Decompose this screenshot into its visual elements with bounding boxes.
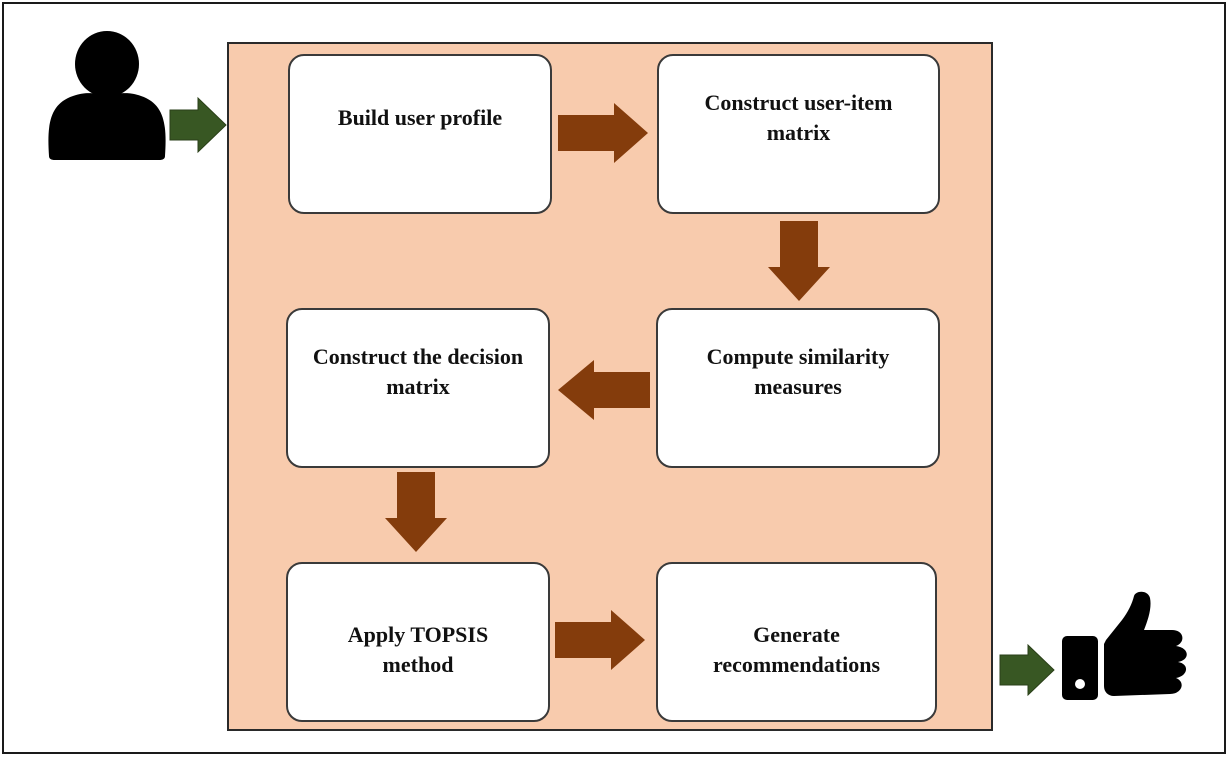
step-apply-topsis-method: Apply TOPSIS method (286, 562, 550, 722)
step-build-user-profile: Build user profile (288, 54, 552, 214)
arrow-right-icon (558, 103, 648, 163)
output-arrow-icon (999, 643, 1055, 697)
step-generate-recommendations: Generate recommendations (656, 562, 937, 722)
step-label: Construct user-item matrix (704, 90, 893, 145)
user-icon (48, 31, 166, 160)
step-label: Construct the decision matrix (312, 344, 524, 399)
step-label: Generate recommendations (712, 622, 881, 677)
arrow-down-icon (385, 472, 447, 552)
arrow-left-icon (558, 360, 650, 420)
step-label: Apply TOPSIS method (347, 622, 489, 677)
step-label: Build user profile (337, 105, 503, 130)
step-compute-similarity-measures: Compute similarity measures (656, 308, 940, 468)
step-construct-decision-matrix: Construct the decision matrix (286, 308, 550, 468)
input-arrow-icon (169, 96, 227, 154)
thumbs-up-icon (1062, 591, 1187, 700)
arrow-right-icon (555, 610, 645, 670)
step-construct-user-item-matrix: Construct user-item matrix (657, 54, 940, 214)
step-label: Compute similarity measures (706, 344, 890, 399)
arrow-down-icon (768, 221, 830, 301)
